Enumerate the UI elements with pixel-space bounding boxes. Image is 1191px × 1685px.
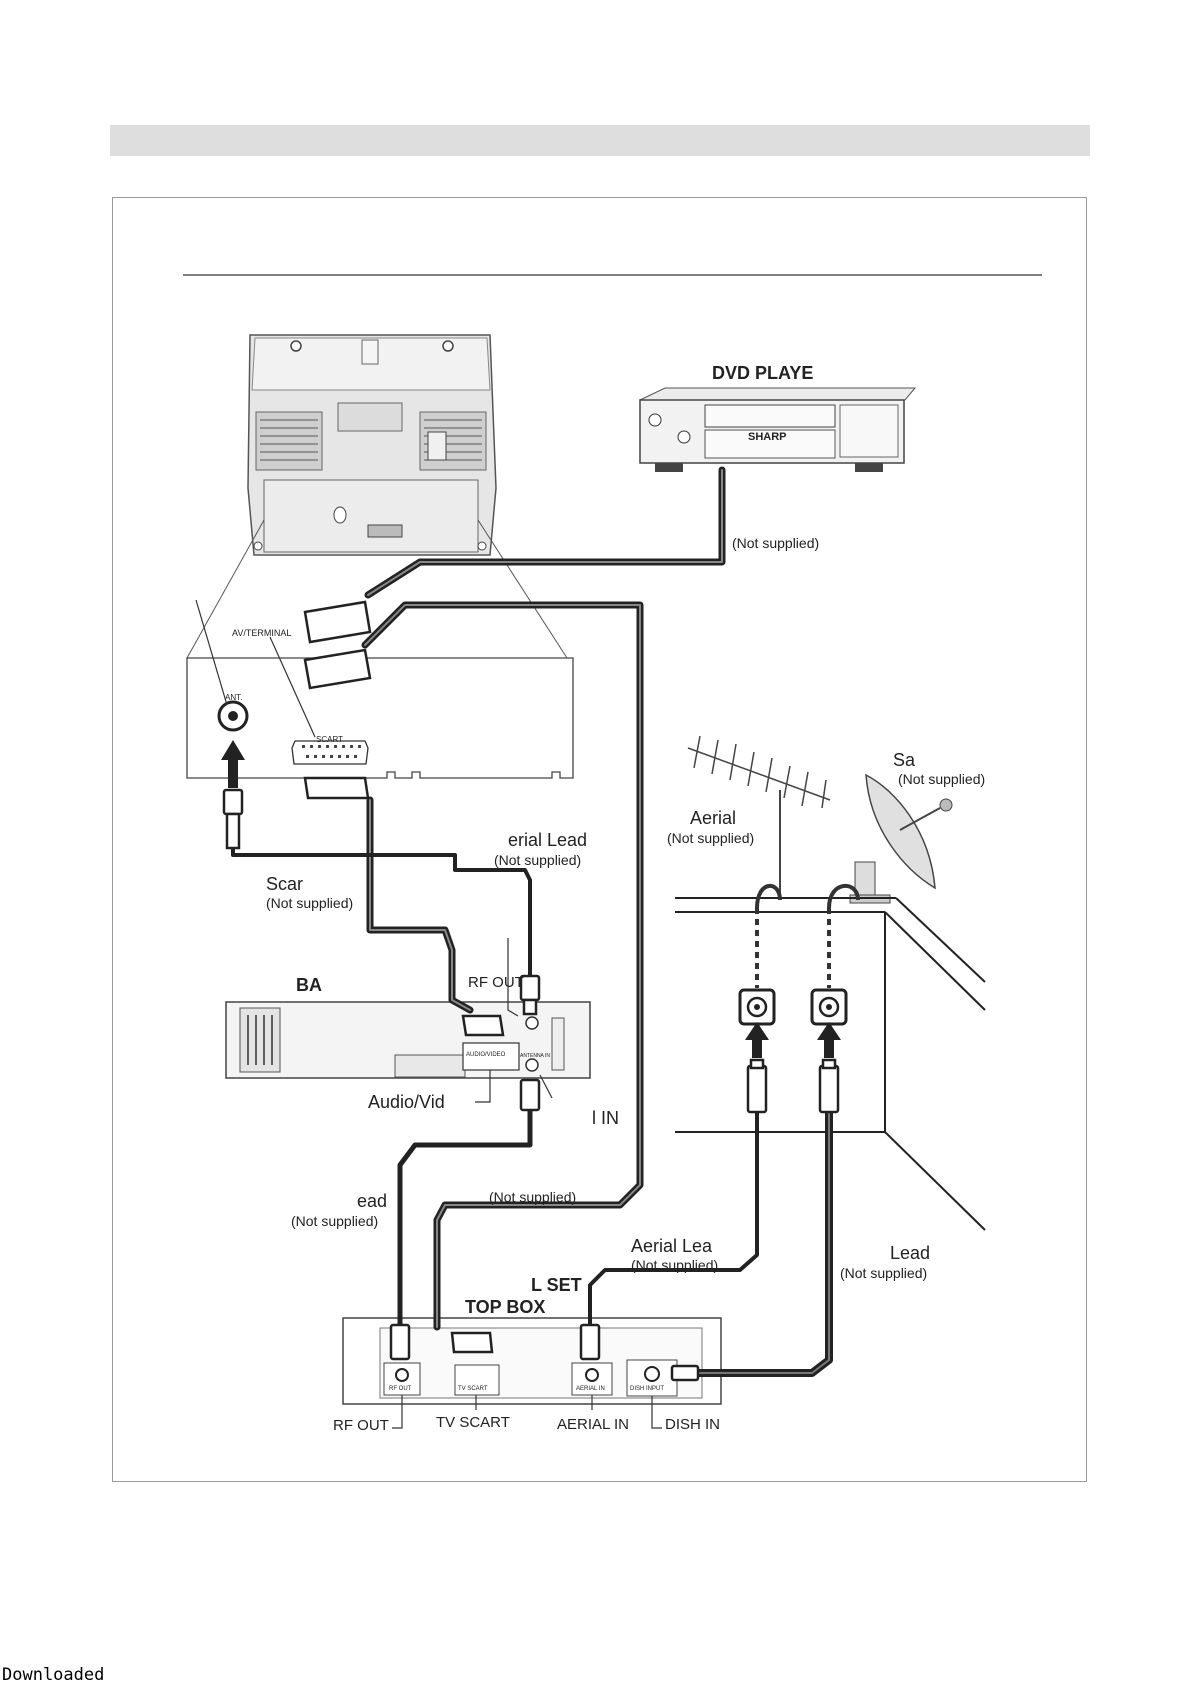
cable-aerial-in [588, 1110, 759, 1330]
center-not-supplied-label: (Not supplied) [489, 1189, 576, 1205]
scart-socket [291, 740, 369, 765]
stb-port-dish-input: DISH INPUT [630, 1386, 664, 1392]
lead-right-not-supplied-label: (Not supplied) [840, 1265, 927, 1281]
stb-tv-scart-label: TV SCART [436, 1414, 510, 1431]
stb-rf-out-label: RF OUT [333, 1417, 389, 1434]
vcr-label: BA [296, 975, 322, 995]
satellite-label: Sa [893, 750, 916, 770]
lead-left-label: ead [357, 1191, 387, 1211]
aerial-label: Aerial [690, 808, 736, 828]
ant-label: ANT. [225, 693, 242, 702]
aerial-lead-bottom-label: Aerial Lea [631, 1236, 713, 1256]
dvd-player-label: DVD PLAYE [712, 363, 813, 383]
arrow-up-icon [221, 740, 841, 1058]
satellite-not-supplied-label: (Not supplied) [898, 771, 985, 787]
av-terminal-label: AV/TERMINAL [232, 628, 291, 638]
aerial-lead-top-not-supplied-label: (Not supplied) [494, 852, 581, 868]
tv-terminal-panel [186, 657, 574, 779]
scart-plug-icon [303, 600, 505, 1354]
stb-label-line1: L SET [531, 1275, 582, 1295]
wall-socket-dish [810, 988, 848, 1026]
lead-left-not-supplied-label: (Not supplied) [291, 1213, 378, 1229]
stb-aerial-in-label: AERIAL IN [557, 1416, 629, 1433]
vcr-port-audio-video: AUDIO/VIDEO [466, 1052, 506, 1058]
cable-tv-vcr-scart [366, 796, 474, 1014]
aerial-lead-top-label: erial Lead [508, 830, 587, 850]
tv-rear-view [247, 334, 497, 556]
dvd-player-icon [639, 387, 917, 472]
dvd-not-supplied-label: (Not supplied) [732, 535, 819, 551]
scart-lead-label: Scar [266, 874, 303, 894]
aerial-not-supplied-label: (Not supplied) [667, 830, 754, 846]
satellite-dish-icon [849, 773, 953, 904]
aerial-antenna-icon [687, 735, 831, 900]
diagram-frame [112, 197, 1087, 1482]
audio-video-label: Audio/Vid [368, 1092, 445, 1112]
dvd-brand-label: SHARP [748, 431, 787, 443]
stb-port-tv-scart: TV SCART [458, 1386, 488, 1392]
stb-dish-in-label: DISH IN [665, 1416, 720, 1433]
cable-ant-rf-out [231, 846, 532, 984]
in-label: l IN [592, 1108, 619, 1128]
scart-lead-not-supplied-label: (Not supplied) [266, 895, 353, 911]
stb-port-rf-out: RF OUT [389, 1386, 412, 1392]
footer-downloaded-text: Downloaded [2, 1665, 105, 1685]
cable-vcr-stb-rf [397, 1107, 533, 1328]
section-header-band [110, 125, 1090, 156]
scart-label: SCART [316, 735, 343, 744]
lead-right-label: Lead [890, 1243, 930, 1263]
aerial-lead-bottom-not-supplied-label: (Not supplied) [631, 1257, 718, 1273]
coax-plug-icon [222, 788, 840, 1382]
stb-port-aerial-in: AERIAL IN [576, 1386, 605, 1392]
vcr-rf-out-label: RF OUT [468, 974, 524, 991]
vcr-port-antenna: ANTENNA IN [520, 1053, 550, 1059]
stb-label-line2: TOP BOX [465, 1297, 545, 1317]
wall-socket-aerial [738, 988, 776, 1026]
